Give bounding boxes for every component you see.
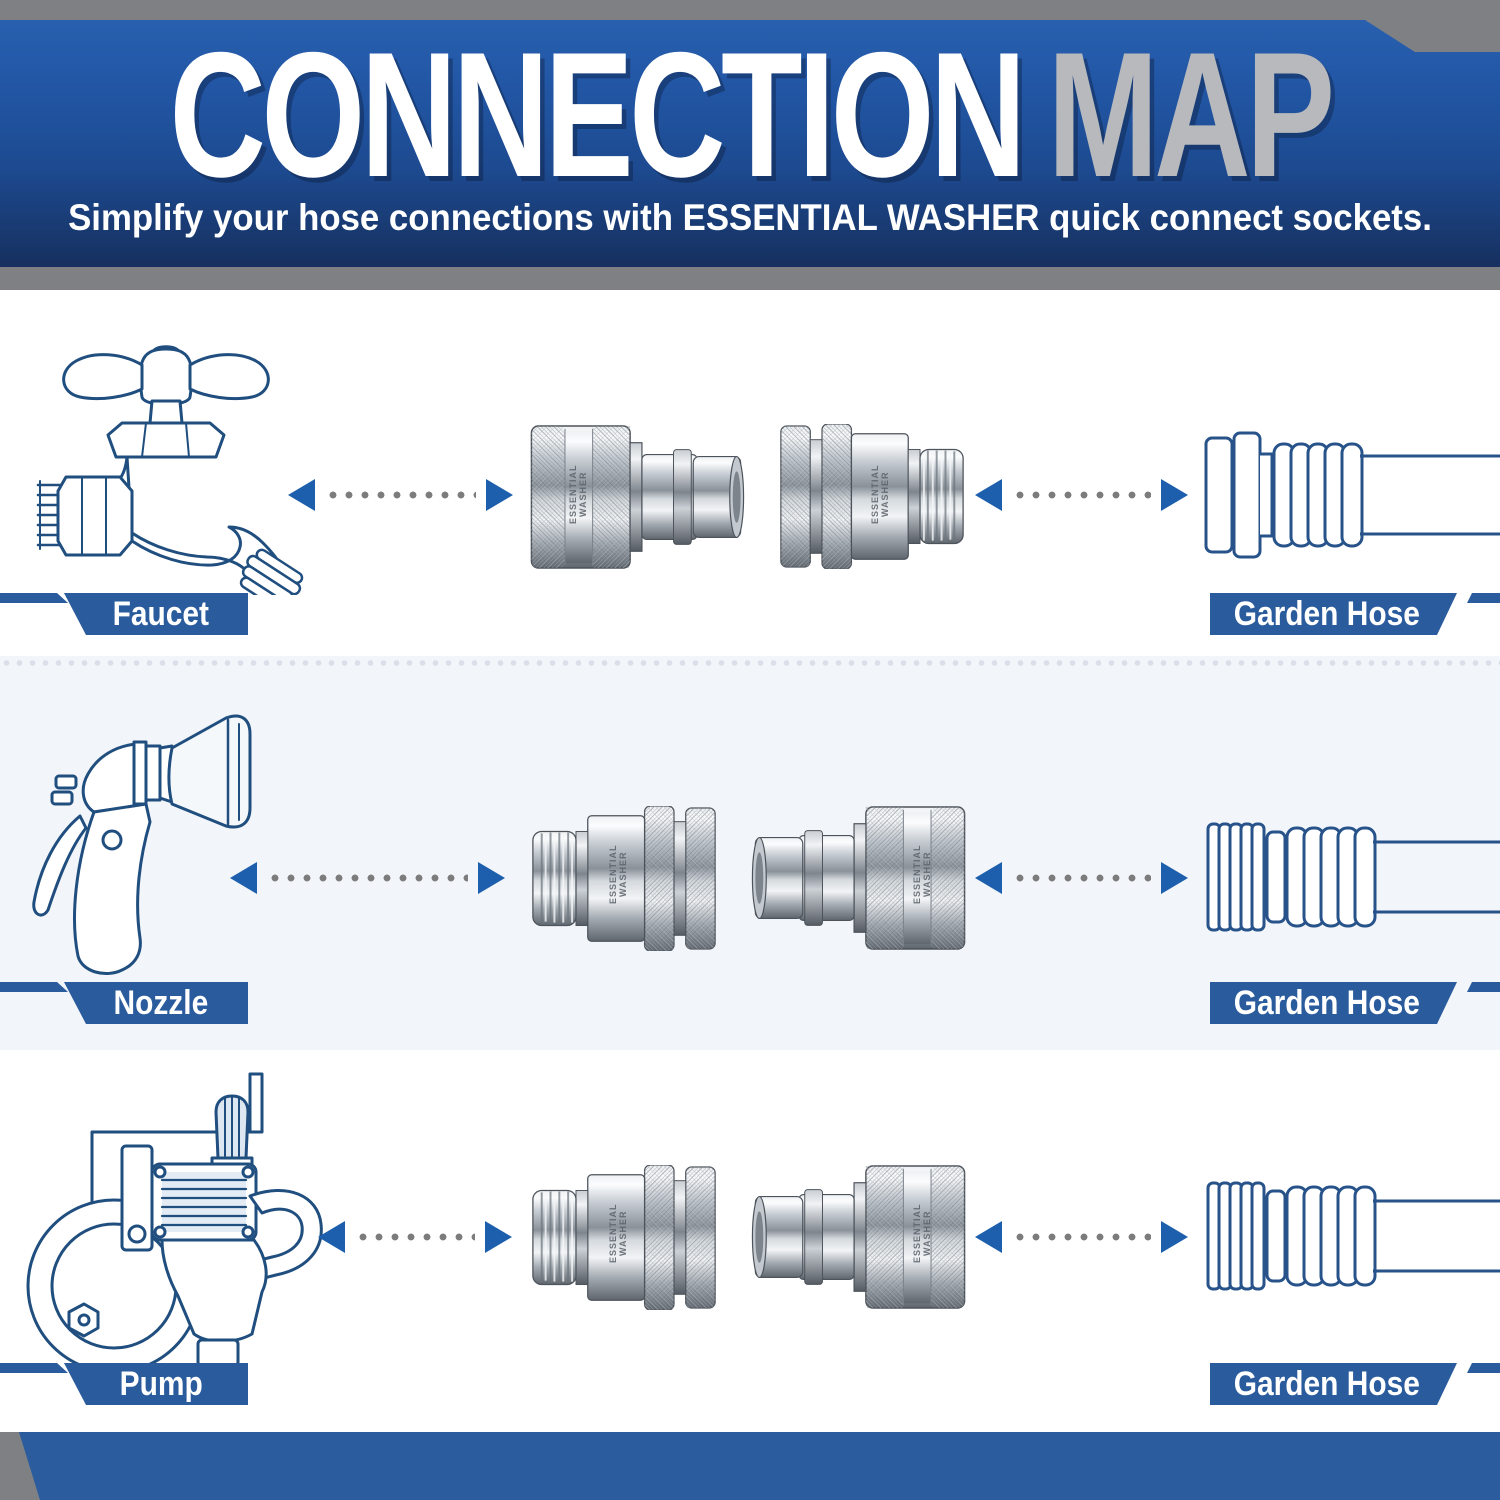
page-subtitle: Simplify your hose connections with ESSE…	[68, 197, 1432, 238]
row-nozzle: Nozzle ESSENTIAL WASHER ESSENTIAL WASHER…	[0, 656, 1500, 1050]
banner-plate: Faucet	[64, 593, 248, 635]
footer-gray-wedge	[0, 1432, 40, 1500]
label-banner-nozzle: Nozzle	[0, 982, 250, 1024]
target-label: Garden Hose	[1233, 1364, 1420, 1403]
arrow-left-icon	[288, 479, 315, 511]
connection-arrow	[975, 862, 1188, 894]
arrow-right-icon	[486, 479, 513, 511]
footer-band	[0, 1432, 1500, 1500]
quick-connect-plug-photo	[748, 1163, 968, 1311]
source-label: Nozzle	[113, 983, 209, 1022]
arrow-left-icon	[975, 1221, 1002, 1253]
title-primary: CONNECTION	[169, 15, 1026, 214]
garden-hose-illustration	[1205, 812, 1500, 942]
garden-hose-illustration	[1205, 1171, 1500, 1301]
banner-bar	[1467, 593, 1500, 603]
connection-arrow	[975, 479, 1188, 511]
quick-connect-plug-photo	[528, 423, 748, 571]
arrow-right-icon	[1161, 862, 1188, 894]
quick-connect-socket-photo	[530, 806, 718, 951]
banner-bar	[0, 1363, 68, 1373]
pump-illustration	[22, 1072, 332, 1392]
connection-arrow	[975, 1221, 1188, 1253]
banner-plate: Nozzle	[64, 982, 248, 1024]
quick-connect-plug-photo	[748, 804, 968, 952]
banner-plate: Garden Hose	[1210, 1363, 1457, 1405]
quick-connect-socket-photo	[778, 424, 966, 569]
banner-plate: Pump	[64, 1363, 248, 1405]
dotted-line	[267, 874, 468, 882]
arrow-right-icon	[1161, 479, 1188, 511]
label-banner-garden-hose: Garden Hose	[1210, 593, 1500, 635]
arrow-right-icon	[485, 1221, 512, 1253]
label-banner-garden-hose: Garden Hose	[1210, 982, 1500, 1024]
label-banner-pump: Pump	[0, 1363, 250, 1405]
row-pump: Pump ESSENTIAL WASHER ESSENTIAL WASHER G…	[0, 1050, 1500, 1432]
title-secondary: MAP	[1047, 15, 1335, 214]
arrow-left-icon	[318, 1221, 345, 1253]
faucet-illustration	[30, 335, 330, 595]
target-label: Garden Hose	[1233, 594, 1420, 633]
dotted-line	[325, 491, 476, 499]
dotted-line	[1012, 491, 1151, 499]
label-banner-garden-hose: Garden Hose	[1210, 1363, 1500, 1405]
quick-connect-socket-photo	[530, 1165, 718, 1310]
connection-arrow	[230, 862, 505, 894]
dotted-line	[355, 1233, 475, 1241]
banner-bar	[0, 982, 68, 992]
banner-plate: Garden Hose	[1210, 593, 1457, 635]
dotted-line	[1012, 1233, 1151, 1241]
connection-arrow	[318, 1221, 512, 1253]
arrow-left-icon	[975, 862, 1002, 894]
arrow-right-icon	[1161, 1221, 1188, 1253]
garden-hose-illustration	[1203, 430, 1500, 560]
source-label: Pump	[119, 1364, 203, 1403]
source-label: Faucet	[112, 594, 210, 633]
arrow-left-icon	[230, 862, 257, 894]
nozzle-illustration	[10, 712, 340, 987]
dotted-line	[1012, 874, 1151, 882]
banner-bar	[0, 593, 68, 603]
row-faucet: Faucet ESSENTIAL WASHER ESSENTIAL WASHER…	[0, 290, 1500, 656]
arrow-left-icon	[975, 479, 1002, 511]
connection-arrow	[288, 479, 513, 511]
banner-bar	[1467, 1363, 1500, 1373]
header-blue-shape	[0, 20, 1500, 267]
banner-plate: Garden Hose	[1210, 982, 1457, 1024]
label-banner-faucet: Faucet	[0, 593, 250, 635]
target-label: Garden Hose	[1233, 983, 1420, 1022]
arrow-right-icon	[478, 862, 505, 894]
banner-bar	[1467, 982, 1500, 992]
